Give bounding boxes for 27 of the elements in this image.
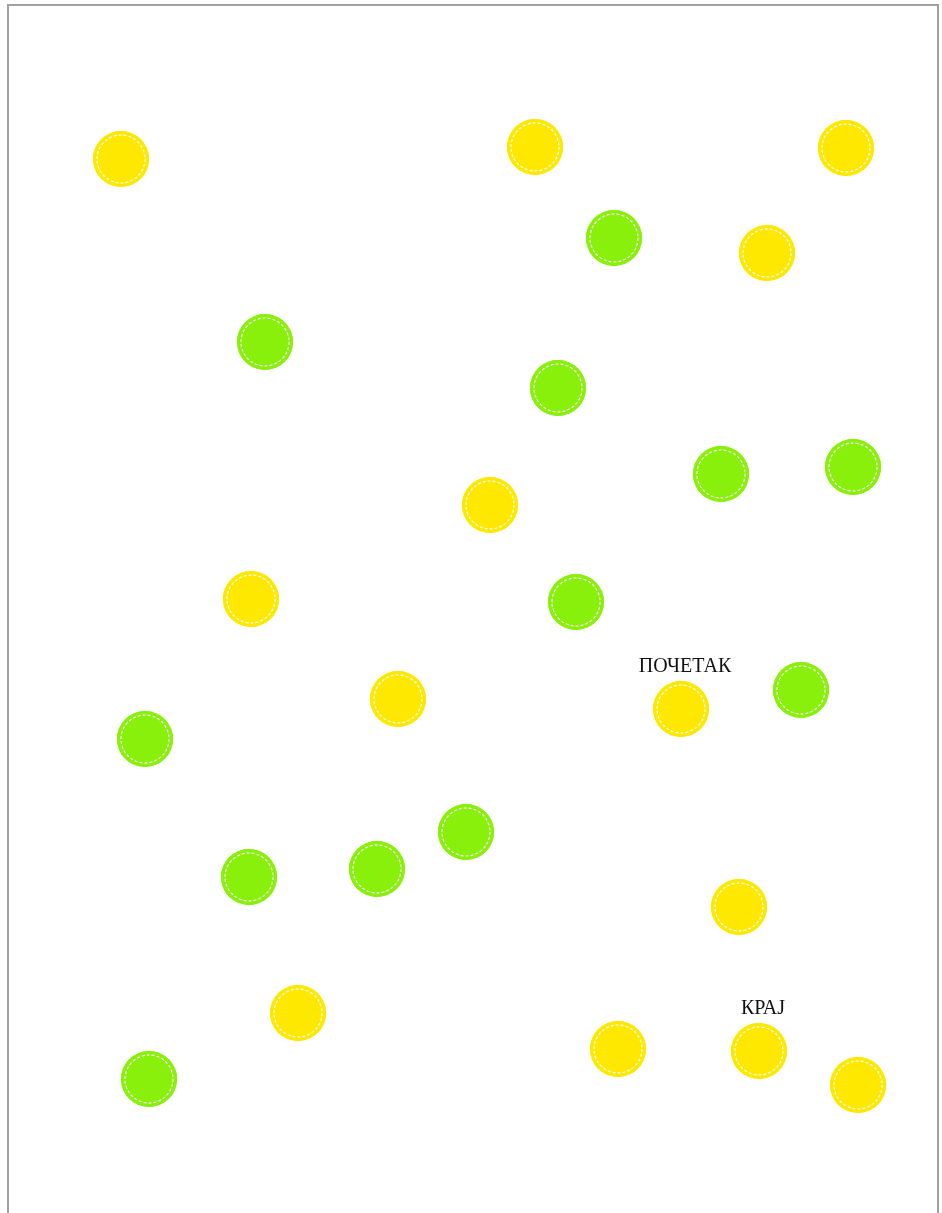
circle-dot [221, 849, 277, 905]
circle-dot [462, 477, 518, 533]
circle-dot [117, 711, 173, 767]
circle-dot [548, 574, 604, 630]
circle-dot [773, 662, 829, 718]
circle-dot [93, 131, 149, 187]
circle-dot [825, 439, 881, 495]
circle-dot [223, 571, 279, 627]
circle-dot [590, 1021, 646, 1077]
circle-dot [818, 120, 874, 176]
circle-dot [731, 1023, 787, 1079]
marker-caption: КРАЈ [740, 996, 786, 1018]
circle-dot [711, 879, 767, 935]
circle-dot [438, 804, 494, 860]
circle-dot [237, 314, 293, 370]
circle-dot [370, 671, 426, 727]
marker-caption: ПОЧЕТАК [638, 654, 732, 676]
circle-dot [586, 210, 642, 266]
circle-dot [349, 841, 405, 897]
circle-dot [507, 119, 563, 175]
circle-dot [530, 360, 586, 416]
circle-dot [653, 681, 709, 737]
circle-dot [121, 1051, 177, 1107]
circle-dot [830, 1057, 886, 1113]
circle-dot [270, 985, 326, 1041]
circle-dot [739, 225, 795, 281]
circle-dot [693, 446, 749, 502]
